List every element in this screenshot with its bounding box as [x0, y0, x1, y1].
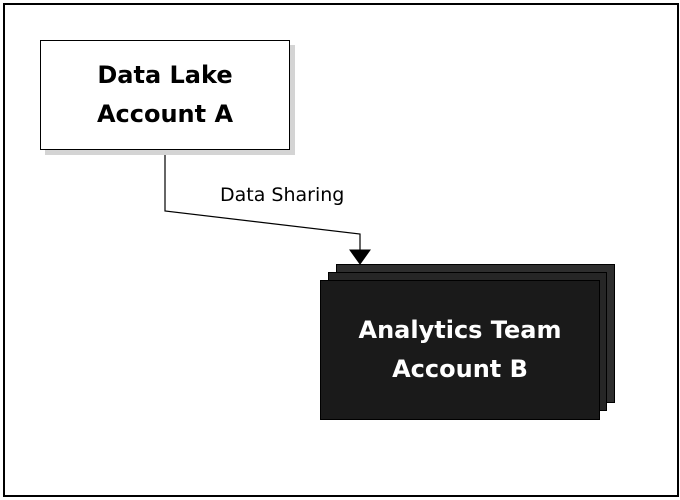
source-node-line2: Account A — [96, 100, 234, 128]
source-node-line1: Data Lake — [97, 61, 233, 89]
arrowhead-icon — [349, 249, 371, 265]
source-node-label: Data Lake Account A — [97, 56, 233, 134]
source-node-data-lake-account-a[interactable]: Data Lake Account A — [40, 40, 290, 150]
edge-label-data-sharing: Data Sharing — [220, 184, 345, 206]
target-node-line2: Account B — [392, 355, 528, 383]
target-node-analytics-team-account-b[interactable]: Analytics Team Account B — [320, 280, 600, 420]
target-node-line1: Analytics Team — [358, 316, 562, 344]
target-node-label: Analytics Team Account B — [359, 311, 562, 389]
connector-line — [164, 148, 361, 252]
